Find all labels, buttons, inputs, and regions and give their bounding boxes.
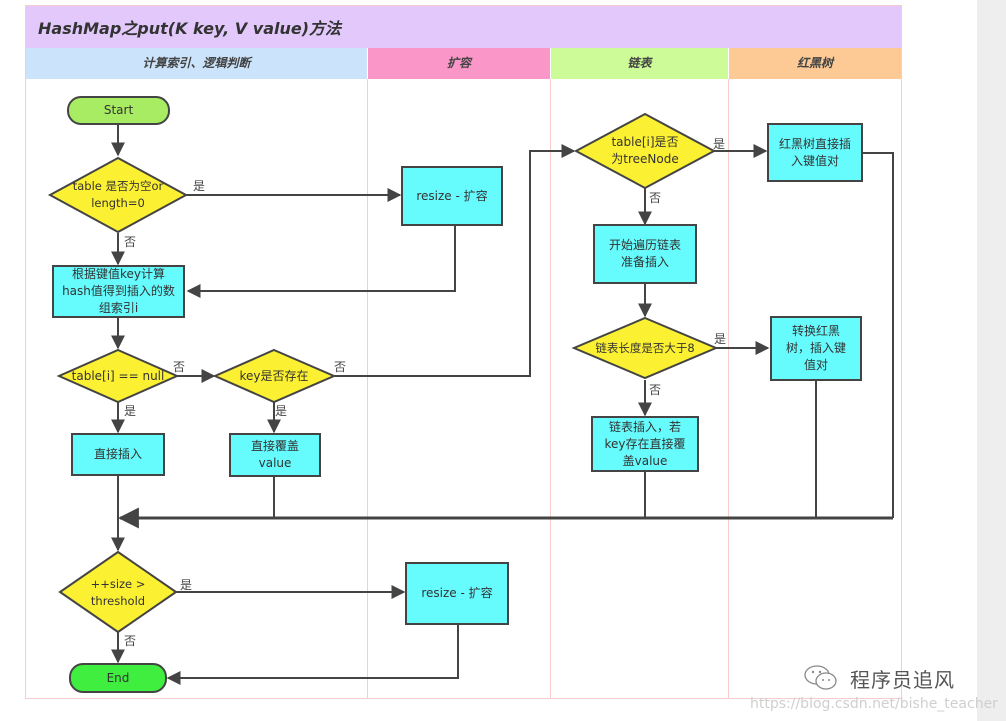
edge-label-yes: 是 <box>714 332 727 346</box>
tree-insert-label: 红黑树直接插入键值对 <box>778 136 851 168</box>
diagram-frame <box>25 5 902 699</box>
decision-size-label: ++size > threshold <box>90 577 146 608</box>
watermark-brand: 程序员追风 <box>850 668 955 692</box>
process-tree-insert <box>767 123 863 182</box>
scrollbar-track[interactable] <box>977 0 1006 721</box>
process-direct-insert <box>71 433 165 476</box>
edge-label-no: 否 <box>649 191 662 205</box>
lane-header-index: 计算索引、逻辑判断 <box>26 48 367 79</box>
watermark-url: https://blog.csdn.net/bishe_teacher <box>750 696 998 712</box>
process-resize-1 <box>401 166 503 226</box>
edge-label-yes: 是 <box>193 179 206 193</box>
edge-label-yes: 是 <box>713 137 726 151</box>
edge-label-yes: 是 <box>180 578 193 592</box>
start-node <box>67 96 170 125</box>
decision-size-threshold <box>58 550 178 634</box>
end-label: End <box>106 670 130 685</box>
compute-index-label: 根据键值key计算hash值得到插入的数组索引i <box>62 267 175 315</box>
process-direct-override <box>229 433 321 477</box>
edge-label-yes: 是 <box>275 404 288 418</box>
decision-list-length <box>571 316 719 380</box>
list-insert-label: 链表插入，若key存在直接覆盖value <box>604 419 686 468</box>
lane-divider <box>367 79 368 699</box>
start-label: Start <box>103 103 134 117</box>
lane-header-linkedlist: 链表 <box>551 48 728 79</box>
edge-label-no: 否 <box>173 360 186 374</box>
decision-key-exists <box>212 348 337 404</box>
wechat-icon <box>804 665 837 690</box>
edge <box>186 225 456 298</box>
direct-insert-label: 直接插入 <box>93 447 142 461</box>
edge <box>334 144 576 377</box>
process-resize-2 <box>405 562 509 625</box>
resize-2-label: resize - 扩容 <box>421 586 493 600</box>
lane-header-rbtree: 红黑树 <box>729 48 901 79</box>
decision-table-empty <box>47 156 189 234</box>
edge-label-no: 否 <box>124 235 137 249</box>
end-node <box>69 663 167 693</box>
diagram-title: HashMap之put(K key, V value)方法 <box>38 19 342 38</box>
lane-divider <box>550 79 551 699</box>
direct-override-label: 直接覆盖value <box>250 439 299 470</box>
decision-key-exists-label: key是否存在 <box>239 368 309 383</box>
edge-label-no: 否 <box>334 360 347 374</box>
edge-label-yes: 是 <box>124 404 137 418</box>
lane-divider <box>728 79 729 699</box>
process-compute-index <box>52 265 185 318</box>
decision-table-null <box>56 348 180 404</box>
lane-header-resize: 扩容 <box>368 48 550 79</box>
edge <box>862 152 894 518</box>
resize-1-label: resize - 扩容 <box>416 188 488 203</box>
process-list-insert <box>591 416 699 472</box>
process-convert-tree <box>770 316 862 381</box>
edge <box>166 624 459 685</box>
decision-list-length-label: 链表长度是否大于8 <box>595 340 695 355</box>
decision-table-null-label: table[i] == null <box>71 368 165 383</box>
decision-table-empty-label: table 是否为空or length=0 <box>72 179 164 210</box>
edge-label-no: 否 <box>649 383 662 397</box>
convert-tree-label: 转换红黑树，插入键值对 <box>785 324 846 372</box>
edge-label-no: 否 <box>124 634 137 648</box>
traverse-list-label: 开始遍历链表准备插入 <box>608 238 681 269</box>
process-traverse-list <box>593 224 697 284</box>
diagram-title-bar: HashMap之put(K key, V value)方法 <box>26 6 901 48</box>
decision-treenode <box>573 112 717 190</box>
decision-treenode-label: table[i]是否为treeNode <box>611 135 679 166</box>
